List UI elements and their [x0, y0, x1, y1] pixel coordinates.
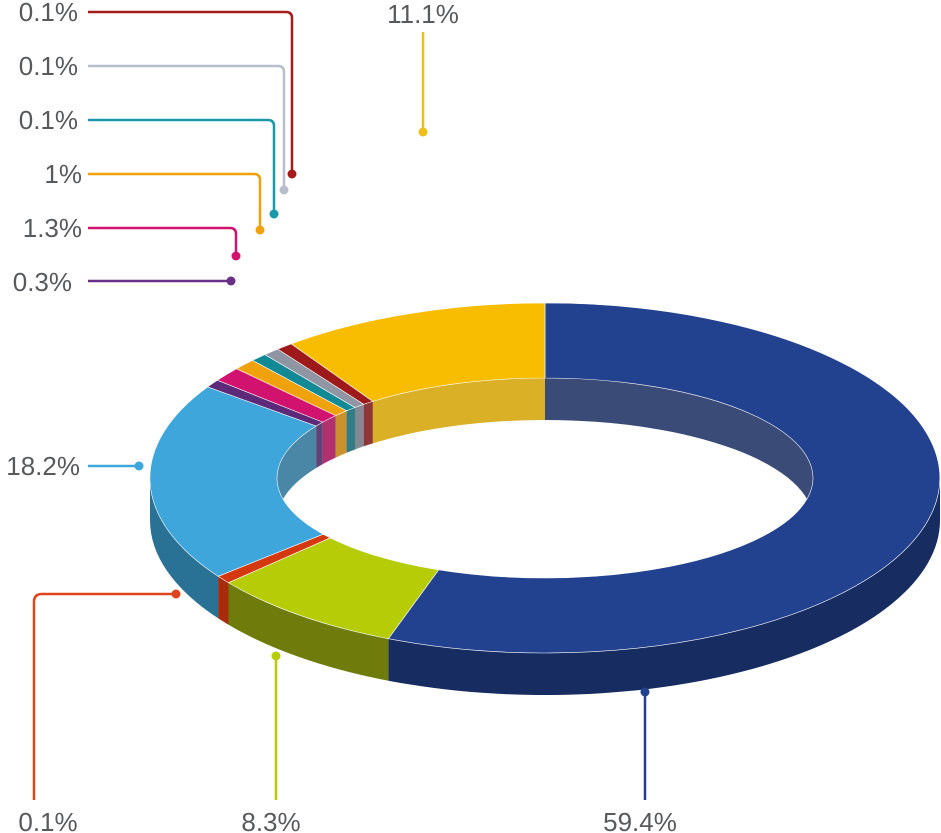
data-label: 1.3% [23, 213, 82, 243]
data-label: 1% [44, 159, 82, 189]
slice-inner-wall [277, 426, 317, 520]
slice-outer-wall [228, 582, 389, 681]
data-label: 11.1% [387, 0, 459, 29]
leader-dot [134, 461, 144, 471]
slice-inner-wall [316, 422, 323, 468]
slice-inner-wall [363, 401, 373, 447]
data-label: 59.4% [603, 807, 677, 833]
leader-line [88, 226, 238, 256]
leader-line [88, 172, 262, 230]
leader-dot [269, 209, 279, 219]
data-label: 0.1% [19, 0, 78, 27]
slice-inner-wall [355, 404, 364, 450]
leader-dot [640, 687, 650, 697]
chart-leader-lines [32, 10, 650, 800]
slice-inner-wall [322, 415, 336, 465]
leader-line [88, 118, 276, 214]
slice-inner-wall [335, 410, 347, 458]
data-label: 8.3% [241, 807, 300, 833]
leader-dot [255, 225, 265, 235]
leader-dot [271, 651, 281, 661]
data-label: 18.2% [6, 451, 80, 481]
slice-inner-wall [346, 407, 355, 453]
leader-dot [418, 127, 428, 137]
data-label: 0.1% [18, 807, 77, 833]
leader-dot [231, 251, 241, 261]
chart-data-labels: 59.4% 8.3% 0.1% 18.2% 0.3% 1.3% 1% 0.1% 0.1% 0.1%… [6, 0, 677, 833]
pie-slice [290, 302, 546, 402]
data-label: 0.1% [19, 51, 78, 81]
leader-line [88, 10, 294, 174]
leader-dot [287, 169, 297, 179]
chart-top-faces [149, 302, 941, 654]
slice-outer-wall [149, 478, 219, 619]
leader-line [32, 592, 176, 800]
leader-dot [171, 589, 181, 599]
leader-dot [226, 276, 236, 286]
pie-slice [387, 302, 941, 654]
data-label: 0.1% [19, 105, 78, 135]
slice-inner-wall [372, 378, 545, 444]
data-label: 0.3% [13, 267, 72, 297]
pie-slice [149, 386, 324, 577]
leader-line [88, 64, 286, 190]
chart-side-walls [149, 378, 941, 696]
slice-outer-wall [388, 478, 941, 696]
slice-inner-wall [545, 378, 813, 520]
leader-dot [279, 185, 289, 195]
slice-outer-wall [218, 576, 229, 625]
